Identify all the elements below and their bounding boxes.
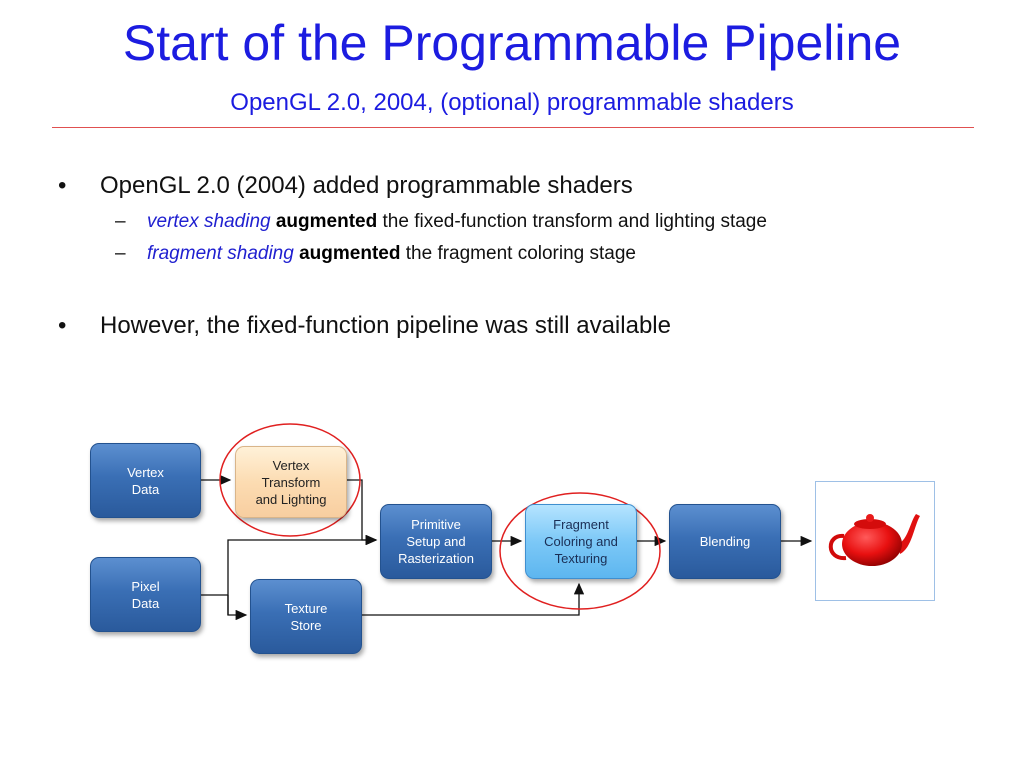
pixel-data-box: Pixel Data (90, 557, 201, 632)
sub-bullet-bold: augmented (275, 211, 378, 232)
arrow-bus-to-primitive (227, 534, 378, 615)
red-teapot-image (828, 514, 920, 566)
bullet-marker: • (58, 172, 67, 199)
arrow-texture-to-fragment (362, 582, 585, 616)
sub-bullet-marker: – (115, 243, 126, 264)
sub-bullet-bold: augmented (299, 243, 401, 264)
bullet-marker: • (58, 312, 67, 339)
highlight-ring-vertex (219, 423, 361, 537)
title-divider (52, 127, 974, 128)
bullet-1: • OpenGL 2.0 (2004) added programmable s… (58, 171, 633, 201)
bullet-text: However, the fixed-function pipeline was… (100, 312, 671, 339)
sub-bullet-2: – fragment shading augmented the fragmen… (115, 242, 636, 266)
highlight-ring-fragment (499, 492, 661, 610)
sub-bullet-marker: – (115, 211, 126, 232)
sub-bullet-italic: vertex shading (147, 211, 271, 232)
texture-store-box: Texture Store (250, 579, 362, 654)
arrow-transform-to-primitive (347, 479, 378, 546)
arrow-bus-to-texture (227, 595, 248, 621)
bullet-2: • However, the fixed-function pipeline w… (58, 311, 671, 341)
bullet-text: OpenGL 2.0 (2004) added programmable sha… (100, 172, 633, 199)
vertex-data-box: Vertex Data (90, 443, 201, 518)
vertex-transform-box: Vertex Transform and Lighting (235, 446, 347, 518)
slide-title: Start of the Programmable Pipeline (122, 15, 902, 71)
output-frame (815, 481, 935, 601)
slide-subtitle: OpenGL 2.0, 2004, (optional) programmabl… (230, 89, 794, 116)
primitive-setup-box: Primitive Setup and Rasterization (380, 504, 492, 579)
sub-bullet-rest: the fixed-function transform and lightin… (382, 211, 767, 232)
sub-bullet-rest: the fragment coloring stage (405, 243, 636, 264)
sub-bullet-italic: fragment shading (147, 243, 294, 264)
fragment-coloring-box: Fragment Coloring and Texturing (525, 504, 637, 579)
blending-box: Blending (669, 504, 781, 579)
sub-bullet-1: – vertex shading augmented the fixed-fun… (115, 210, 767, 234)
